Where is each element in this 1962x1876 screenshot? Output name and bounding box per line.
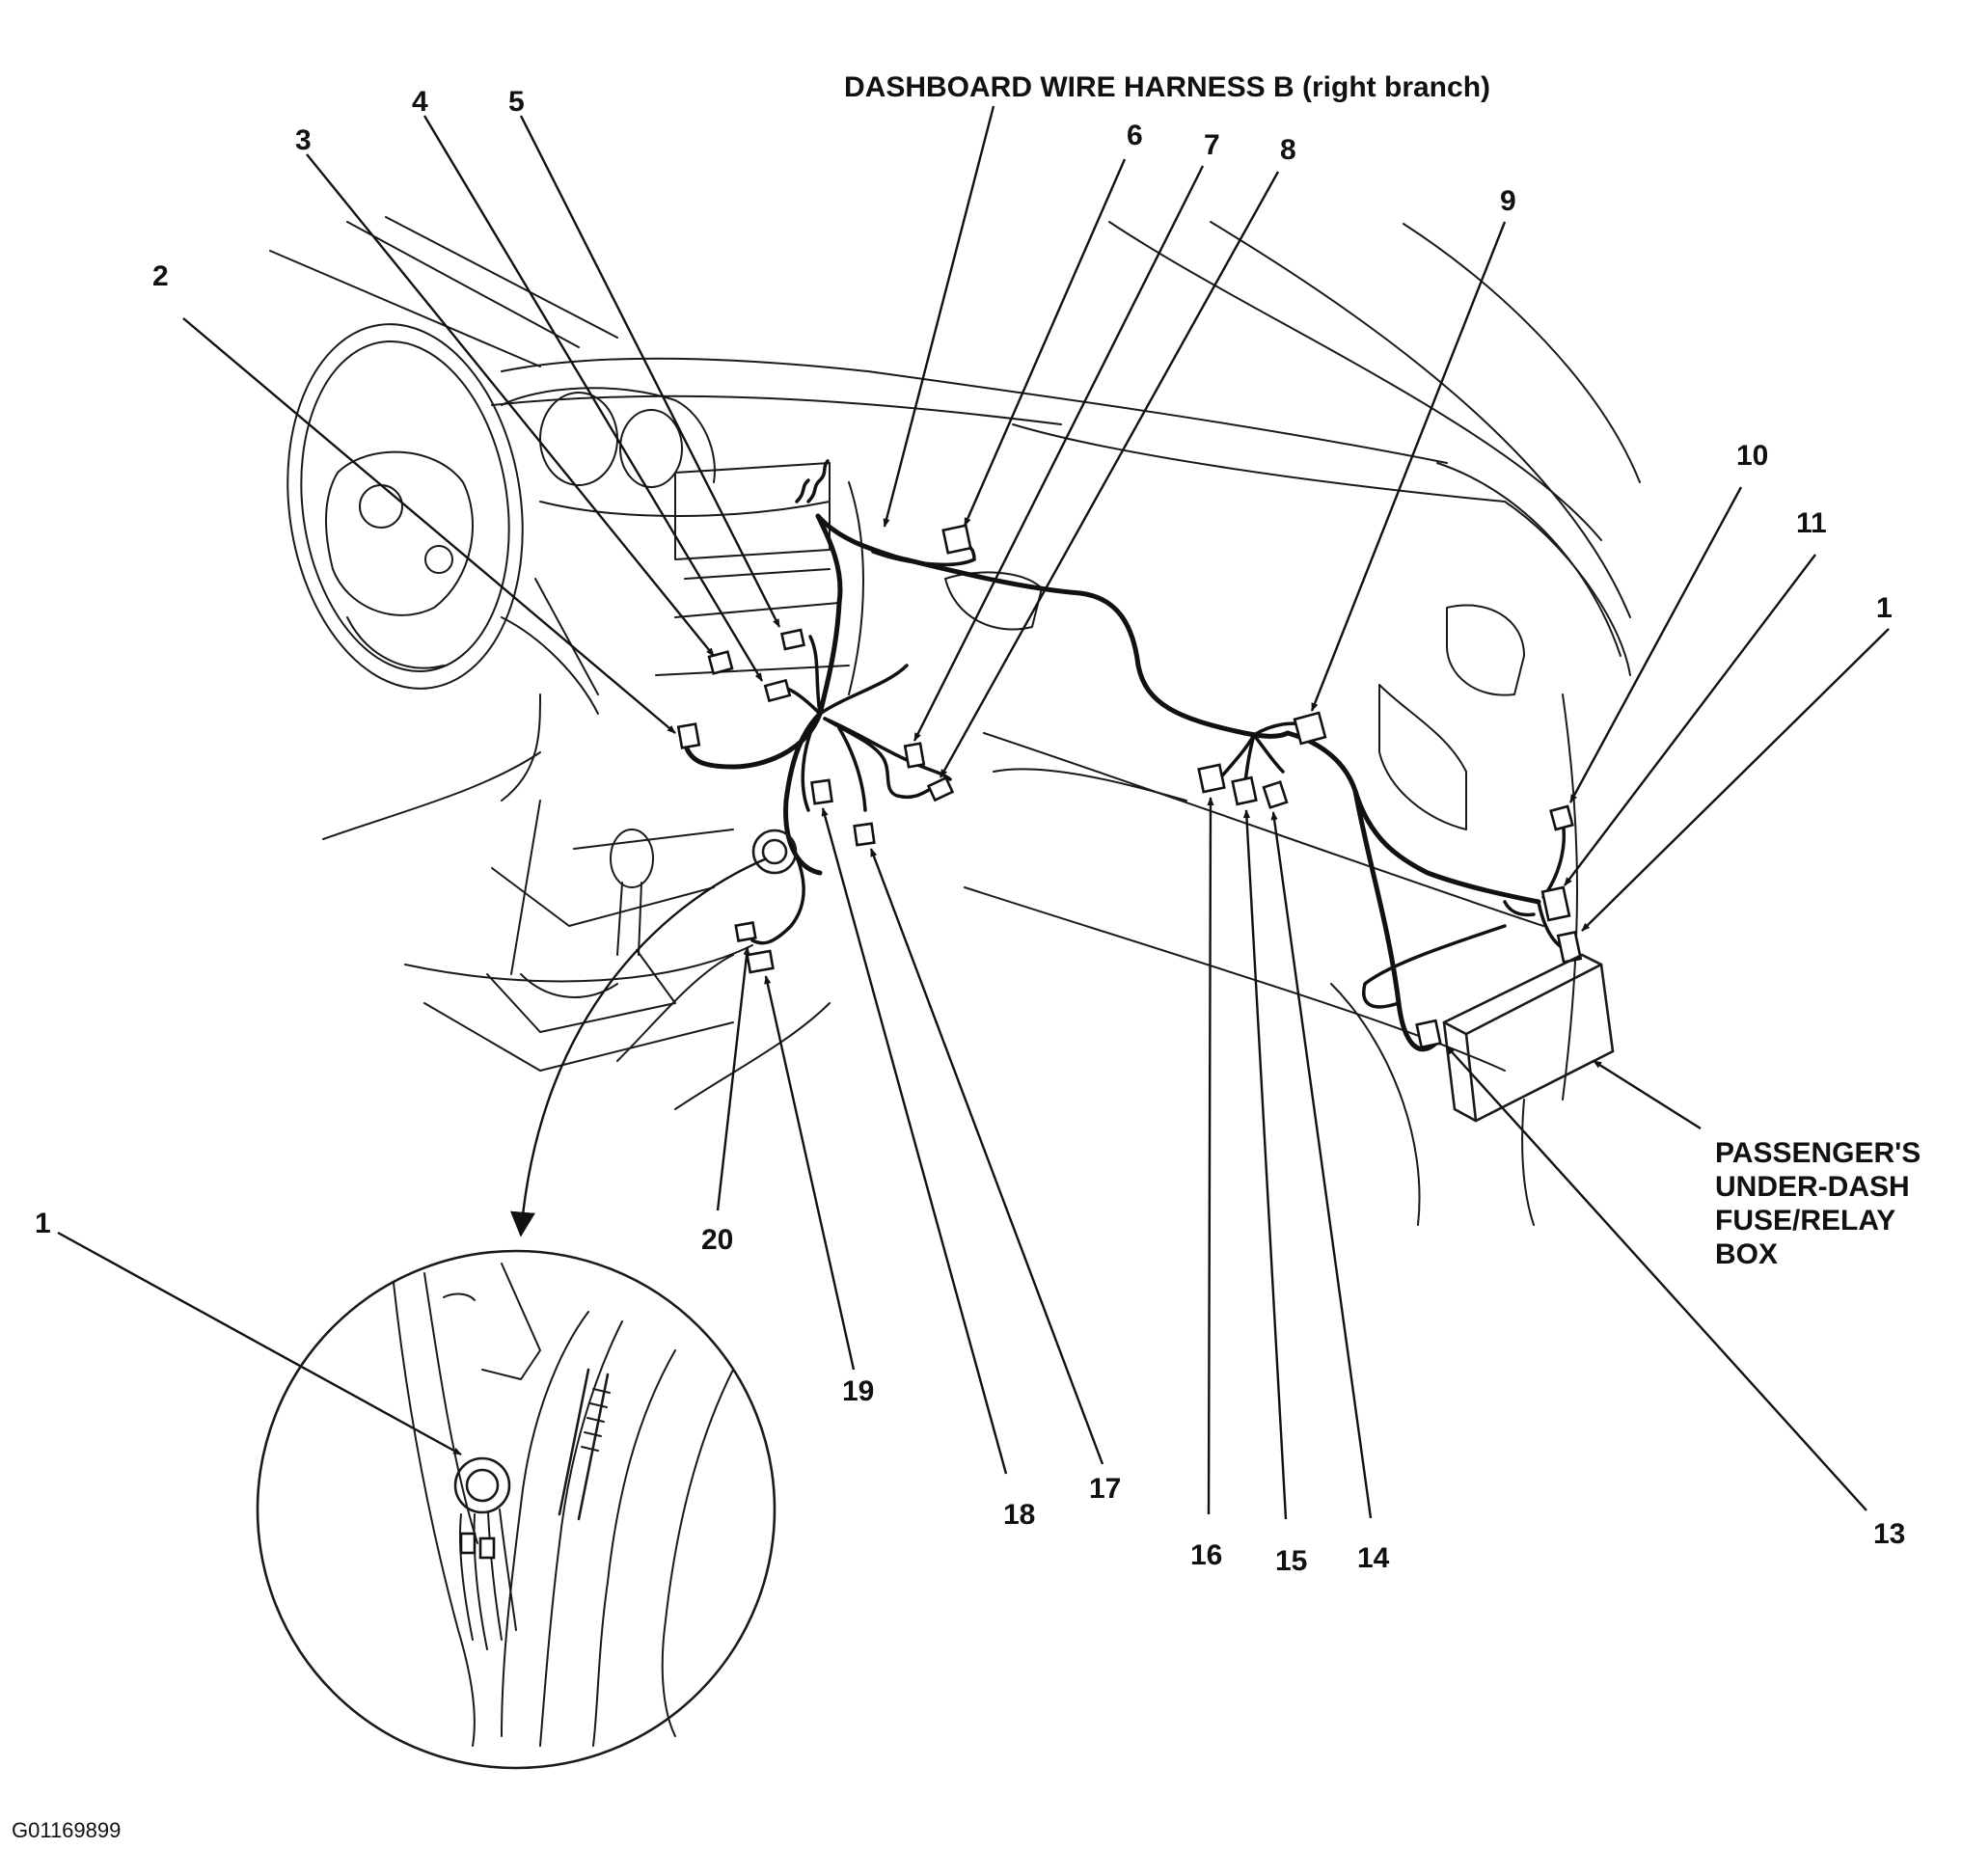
callout-3: 3: [295, 124, 312, 156]
callout-8: 8: [1280, 134, 1296, 166]
dashboard-outline: [269, 216, 1641, 1226]
connector-5: [780, 628, 805, 651]
connector-7: [903, 742, 926, 769]
callout-16: 16: [1190, 1539, 1222, 1571]
connector-8: [926, 775, 955, 802]
callout-7: 7: [1204, 129, 1220, 161]
connector-4: [763, 678, 792, 703]
connector-19: [746, 949, 775, 974]
callout-9: 9: [1500, 185, 1516, 217]
callout-11: 11: [1796, 507, 1827, 539]
connector-9: [1293, 711, 1327, 746]
callout-13: 13: [1873, 1518, 1905, 1550]
connector-11: [1540, 885, 1571, 922]
detail-inset: [256, 1249, 777, 1770]
connector-3: [707, 650, 734, 675]
fuse-box-label-line-2: UNDER-DASH: [1715, 1171, 1910, 1203]
figure-id: G01169899: [12, 1818, 121, 1842]
leader-lines: [57, 105, 1890, 1520]
callout-6: 6: [1127, 120, 1143, 151]
connector-15: [1231, 775, 1258, 806]
callout-17: 17: [1089, 1473, 1121, 1505]
callout-4: 4: [412, 86, 428, 118]
fuse-box-label-line-1: PASSENGER'S: [1715, 1137, 1921, 1169]
connectors: [676, 524, 1583, 1049]
connector-20: [734, 921, 757, 942]
callout-15: 15: [1275, 1545, 1307, 1577]
callout-19: 19: [842, 1375, 874, 1407]
connector-6: [941, 524, 972, 555]
wire-harness: [682, 459, 1569, 1052]
callout-1-top: 1: [1876, 592, 1893, 624]
detail-arrow: [510, 856, 768, 1237]
connector-14: [1262, 780, 1289, 809]
callout-18: 18: [1003, 1499, 1035, 1531]
connector-13: [1415, 1019, 1442, 1049]
callout-2: 2: [152, 260, 169, 292]
labels: DASHBOARD WIRE HARNESS B (right branch) …: [12, 71, 1921, 1842]
connector-2: [676, 722, 701, 749]
callout-14: 14: [1357, 1542, 1390, 1574]
ground-terminal: [751, 829, 798, 875]
callout-1-inset: 1: [35, 1208, 51, 1239]
callout-1-fusebox: 1: [1876, 592, 1893, 624]
connector-16: [1197, 763, 1226, 794]
connector-17: [853, 822, 876, 847]
connector-18: [810, 778, 833, 805]
fuse-box-label-line-4: BOX: [1715, 1238, 1778, 1270]
diagram-title: DASHBOARD WIRE HARNESS B (right branch): [844, 71, 1490, 103]
callout-20: 20: [701, 1224, 733, 1256]
fuse-box-label-line-3: FUSE/RELAY: [1715, 1205, 1895, 1237]
connector-10: [1549, 804, 1574, 831]
callout-10: 10: [1736, 440, 1768, 472]
callout-5: 5: [508, 86, 525, 118]
fuse-relay-box: [1442, 953, 1615, 1123]
